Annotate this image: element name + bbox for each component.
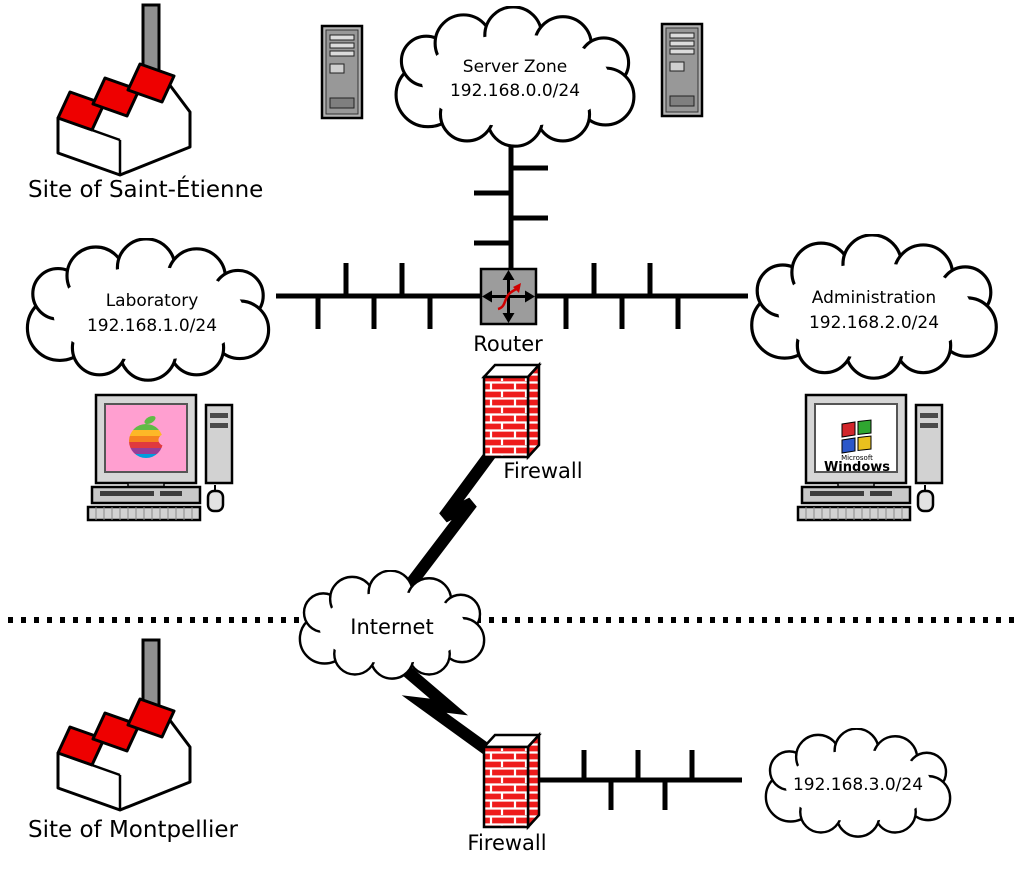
administration-name: Administration (812, 288, 936, 308)
laboratory-subnet: 192.168.1.0/24 (87, 316, 217, 336)
firewall-branch-label: Firewall (467, 831, 546, 855)
factory-icon-saint-etienne (56, 3, 192, 177)
case-vent (810, 491, 864, 496)
case-vent (870, 491, 892, 496)
server-zone-bus (474, 137, 548, 271)
windows-workstation: Microsoft Windows (796, 393, 944, 522)
router-arrow-down (502, 313, 515, 323)
firewall-branch-icon (482, 733, 541, 829)
laboratory-name: Laboratory (106, 291, 199, 311)
montpellier-bus (526, 750, 742, 810)
firewall-main-label: Firewall (503, 459, 582, 483)
router-red-arrowhead (513, 283, 521, 293)
monitor-screen (814, 403, 898, 473)
mouse-icon (206, 489, 225, 513)
case-vent (100, 491, 154, 496)
router-arrow-left (482, 290, 492, 303)
router-arrow-right (525, 290, 535, 303)
drive-slot (920, 423, 938, 428)
case-vent (160, 491, 182, 496)
windows-os-text: Windows (824, 460, 890, 475)
site-montpellier-label: Site of Montpellier (28, 817, 239, 843)
router-arrow-up (502, 270, 515, 280)
drive-slot (210, 423, 228, 428)
server-tower-left-icon (320, 24, 364, 120)
internet-label: Internet (350, 615, 433, 639)
windows-brand-text: Microsoft (841, 454, 873, 462)
lightning-link-bottom (391, 656, 493, 756)
mouse-icon (916, 489, 935, 513)
administration-subnet: 192.168.2.0/24 (809, 313, 939, 333)
server-zone-name: Server Zone (463, 57, 567, 77)
windows-logo: Microsoft Windows (824, 419, 890, 475)
firewall-main-icon (482, 363, 541, 459)
mac-workstation (86, 393, 234, 522)
server-zone-subnet: 192.168.0.0/24 (450, 81, 580, 101)
factory-icon-montpellier (56, 638, 192, 812)
router-label: Router (473, 332, 543, 356)
router (479, 267, 538, 326)
drive-slot (920, 413, 938, 418)
lightning-link-top (404, 448, 497, 590)
drive-slot (210, 413, 228, 418)
server-tower-right-icon (660, 22, 704, 118)
site-saint-etienne-label: Site of Saint-Étienne (28, 175, 263, 203)
montpellier-lan-subnet: 192.168.3.0/24 (793, 775, 923, 795)
apple-logo (129, 416, 170, 458)
router-red-arrow (497, 286, 519, 311)
